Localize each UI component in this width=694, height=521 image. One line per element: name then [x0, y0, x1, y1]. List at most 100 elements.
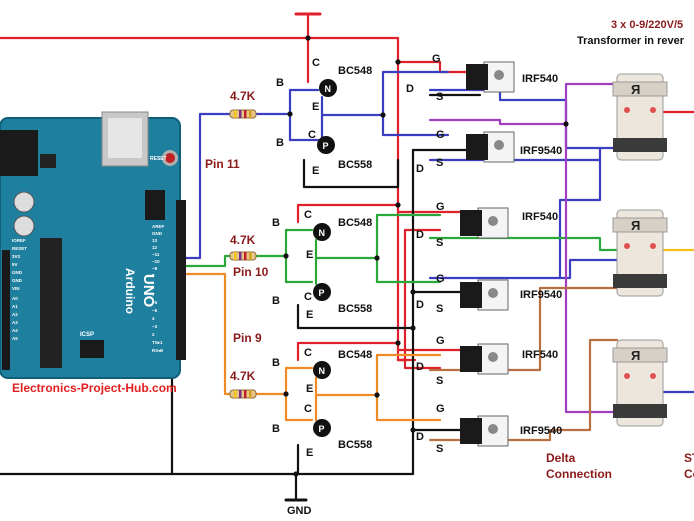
junction-dot — [380, 112, 386, 118]
pnp-label: BC558 — [338, 159, 372, 171]
base-label: B — [276, 77, 284, 89]
delta-label-2: Connection — [546, 467, 612, 481]
power-pin-label: RESET — [12, 246, 27, 251]
regulator-chip — [40, 154, 56, 168]
pin-11-label: Pin 11 — [205, 157, 240, 171]
transformer-1: Я — [612, 73, 668, 161]
npn-label: BC548 — [338, 217, 372, 229]
digital-pin-label: 4 — [152, 316, 155, 321]
supply-wire-red-m5-d — [396, 358, 442, 370]
digital-pin-label: ~6 — [152, 300, 158, 305]
arduino-brand: Arduino — [123, 268, 137, 314]
transformer-1-logo: Я — [631, 82, 640, 97]
npn-transistor-1-marking: N — [325, 84, 332, 94]
pnp-transistor-2-marking: P — [319, 288, 325, 298]
digital-header — [176, 200, 186, 360]
delta-label: Delta — [546, 451, 576, 465]
drain-label: D — [416, 229, 424, 241]
drain-wire-m3 — [428, 236, 619, 252]
power-pin-label: GND — [12, 278, 23, 283]
junction-dot — [410, 427, 416, 433]
transformer-2-terminal — [624, 243, 630, 249]
mosfet-irf540-1-body — [466, 64, 488, 90]
star-label: ST — [684, 451, 694, 465]
junction-dot — [410, 325, 416, 331]
title-line1: 3 x 0-9/220V/5 — [611, 19, 683, 31]
gate-label: G — [436, 129, 445, 141]
supply-wire-red-m3-d — [396, 228, 442, 362]
gate-wire-m5 — [314, 353, 442, 397]
base-label: B — [272, 295, 280, 307]
transformer-1-frame-top — [612, 81, 668, 97]
pin-9-label: Pin 9 — [233, 331, 262, 345]
collector-label: C — [304, 347, 312, 359]
gate-wire-m2 — [381, 113, 450, 137]
junction-dot — [287, 111, 293, 117]
atmega-chip — [40, 238, 62, 368]
mosfet-irf540-2 — [460, 207, 509, 239]
arduino-model: UNO — [140, 274, 157, 308]
resistor-band — [234, 110, 237, 118]
drain-label: D — [416, 299, 424, 311]
mosfet-irf9540-2-body — [460, 282, 482, 308]
pnp-transistor-1-marking: P — [323, 141, 329, 151]
npn-transistor-2: N — [313, 223, 331, 241]
mosfet-irf540-1-hole — [494, 70, 504, 80]
collector-label: C — [304, 209, 312, 221]
mosfet-irf9540-2 — [460, 279, 509, 311]
resistor-band — [244, 390, 247, 398]
title-line2: Transformer in rever — [577, 35, 685, 47]
gate-label: G — [436, 273, 445, 285]
transformer-3: Я — [612, 339, 668, 427]
mosfet-irf540-3-hole — [488, 352, 498, 362]
digital-pin-label: GND — [152, 231, 163, 236]
analog-pin-label: A5 — [12, 336, 18, 341]
mosfet-irf540-3-body — [460, 346, 482, 372]
power-pin-label: 5V — [12, 262, 18, 267]
power-pin-label: GND — [12, 270, 23, 275]
drain-label: D — [406, 83, 414, 95]
mosfet-irf540-1 — [466, 61, 515, 93]
digital-pin-label: 12 — [152, 245, 158, 250]
pnp-transistor-3: P — [313, 419, 331, 437]
collector-label: C — [312, 57, 320, 69]
transformer-1-frame-bottom — [613, 138, 667, 152]
resistor-body — [229, 389, 257, 399]
power-jack — [0, 130, 38, 176]
transformer-3-frame-top — [612, 347, 668, 363]
pnp-transistor-3-marking: P — [319, 424, 325, 434]
mosfet-irf9540-2-hole — [488, 288, 498, 298]
transformer-2: Я — [612, 209, 668, 297]
gnd-label: GND — [287, 505, 312, 517]
pnp-label: BC558 — [338, 303, 372, 315]
signal-wire-pin9 — [170, 272, 232, 396]
power-pin-label: VIN — [12, 286, 20, 291]
analog-pin-label: A1 — [12, 304, 18, 309]
junction-dot — [293, 471, 299, 477]
star-label-2: Co — [684, 467, 694, 481]
gate-label: G — [436, 335, 445, 347]
resistor — [229, 389, 257, 399]
resistor-body — [229, 109, 257, 119]
pnp-label: BC558 — [338, 439, 372, 451]
mosfet-label-5: IRF540 — [522, 349, 558, 361]
emitter-label: E — [306, 447, 313, 459]
mosfet-label-6: IRF9540 — [520, 425, 562, 437]
drain-label: D — [416, 431, 424, 443]
mosfet-irf540-3-tab — [477, 343, 509, 375]
npn-transistor-1-body — [319, 79, 337, 97]
npn-transistor-2-marking: N — [319, 228, 326, 238]
gate-label: G — [432, 53, 441, 65]
analog-pin-label: A4 — [12, 328, 18, 333]
digital-pin-label: AREF — [152, 224, 165, 229]
ground-wire-pnp2 — [296, 303, 415, 330]
transformer-3-terminal — [624, 373, 630, 379]
gate-wire-m6 — [375, 393, 442, 422]
base-label: B — [276, 137, 284, 149]
drain-label: D — [416, 361, 424, 373]
digital-pin-label: RX◂0 — [152, 348, 164, 353]
